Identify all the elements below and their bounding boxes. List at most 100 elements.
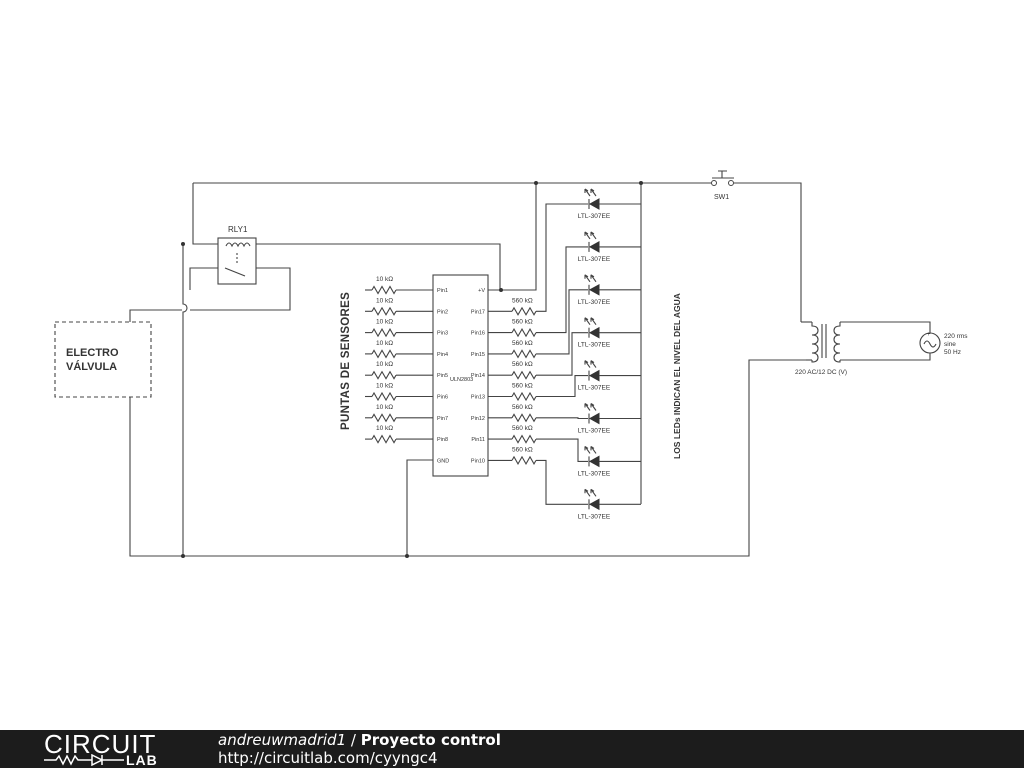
led-diode-icon [588,498,600,511]
ic-pin-label: Pin11 [471,437,485,443]
led-wire [536,203,588,312]
resistor-560k [511,349,537,359]
project-url[interactable]: http://circuitlab.com/cyyngc4 [218,749,438,767]
ic-pin-label: Pin14 [471,373,485,379]
logo-text-circuit: CIRCUIT [44,729,157,759]
resistor-10k [371,391,397,402]
ic-pin-label: Pin13 [471,395,485,401]
resistor-560k [511,455,537,466]
led-part-label: LTL-307EE [578,342,611,349]
footer-bar: CIRCUIT LAB andreuwmadrid1 / Proyecto co… [0,730,1024,768]
ic-pin-label: Pin2 [437,309,448,315]
svg-text:+: + [927,332,931,338]
ic-pin-label: Pin1 [437,288,448,294]
resistor-value-label: 560 kΩ [512,404,533,411]
led-light-arrow-icon [584,403,591,411]
led-wire [536,246,588,334]
led-part-label: LTL-307EE [578,470,611,477]
junction-dot [405,554,409,558]
junction-dot [181,242,185,246]
relay-contact [224,267,246,277]
led-resistors: 560 kΩ 560 kΩ 560 kΩ 560 kΩ 560 kΩ 560 kΩ 560 … [488,297,537,466]
led-wire [536,332,588,376]
resistor-value-label: 560 kΩ [512,340,533,347]
relay-rly1: RLY1 [217,225,257,285]
resistor-value-label: 10 kΩ [376,297,393,304]
wiring [129,182,931,557]
resistor-value-label: 560 kΩ [512,383,533,390]
relay-coil [225,242,251,248]
resistor-10k [371,434,397,444]
led-wire [536,438,588,462]
junction-dot [181,554,185,558]
ic-pin-label: Pin3 [437,331,448,337]
resistor-560k [511,370,537,380]
led-diode-icon [588,283,600,296]
led-part-label: LTL-307EE [578,385,611,392]
ic-pin-label: Pin7 [437,416,448,422]
source-label-line2: sine [944,341,956,348]
switch-label: SW1 [714,194,729,201]
resistor-diode-icon [44,754,124,766]
resistor-value-label: 10 kΩ [376,340,393,347]
ic-pin-label: Pin10 [471,458,485,464]
valve-label-line1: ELECTRO [66,347,119,359]
transformer: 220 AC/12 DC (V) [795,322,847,376]
resistor-value-label: 560 kΩ [512,361,533,368]
ic-pin-label: Pin16 [471,331,485,337]
resistor-10k [371,285,397,295]
ic-pin-label: Pin6 [437,395,448,401]
ic-pin-label: Pin5 [437,373,448,379]
led-part-label: LTL-307EE [578,256,611,263]
switch-sw1: SW1 [711,170,734,201]
led-heading: LOS LEDs INDICAN EL NIVEL DEL AGUA [672,293,682,459]
resistor-10k [371,413,397,423]
resistor-10k [371,306,397,316]
sine-wave-icon [923,340,937,348]
junction-dot [534,181,538,185]
resistor-value-label: 10 kΩ [376,383,393,390]
source-label-line1: 220 rms [944,333,968,340]
resistor-value-label: 560 kΩ [512,425,533,432]
resistor-10k [371,327,397,338]
led-light-arrow-icon [584,231,591,240]
resistor-value-label: 10 kΩ [376,404,393,411]
ic-pin-label: Pin8 [437,437,448,443]
led-part-label: LTL-307EE [578,513,611,520]
resistor-560k [511,391,537,402]
led-light-arrow-icon [584,488,591,497]
logo-text-lab: LAB [126,752,158,768]
relay-body [217,237,257,285]
led-wire [536,375,588,398]
relay-label: RLY1 [228,225,248,234]
ic-pin-label: Pin17 [471,309,485,315]
resistor-value-label: 10 kΩ [376,319,393,326]
valve-box [54,321,152,398]
resistor-value-label: 560 kΩ [512,319,533,326]
led-part-label: LTL-307EE [578,428,611,435]
led-part-label: LTL-307EE [578,213,611,220]
led-light-arrow-icon [584,445,591,454]
junction-dot [499,288,503,292]
led-wire [536,289,588,355]
project-title: Proyecto control [360,731,501,749]
ic-pin-label: GND [437,458,449,464]
ic-pin-label: Pin12 [471,416,485,422]
resistor-value-label: 560 kΩ [512,297,533,304]
ac-source: + 220 rms sine 50 Hz [919,332,968,356]
circuitlab-logo[interactable]: CIRCUIT LAB [42,730,182,768]
valve-label-line2: VÁLVULA [66,360,117,373]
resistor-value-label: 10 kΩ [376,276,393,283]
electro-valve: ELECTRO VÁLVULA [54,321,152,398]
led-part-label: LTL-307EE [578,299,611,306]
resistor-value-label: 560 kΩ [512,446,533,453]
transformer-core [821,324,827,358]
ic-pin-label: Pin4 [437,352,448,358]
resistor-560k [511,306,537,316]
ic-right-pins: +VPin17Pin16Pin15Pin14Pin13Pin12Pin11Pin… [471,288,485,464]
source-label-line3: 50 Hz [944,349,961,356]
author-link[interactable]: andreuwmadrid1 [218,731,347,749]
led-light-arrow-icon [584,360,591,368]
led-wire [536,459,588,505]
